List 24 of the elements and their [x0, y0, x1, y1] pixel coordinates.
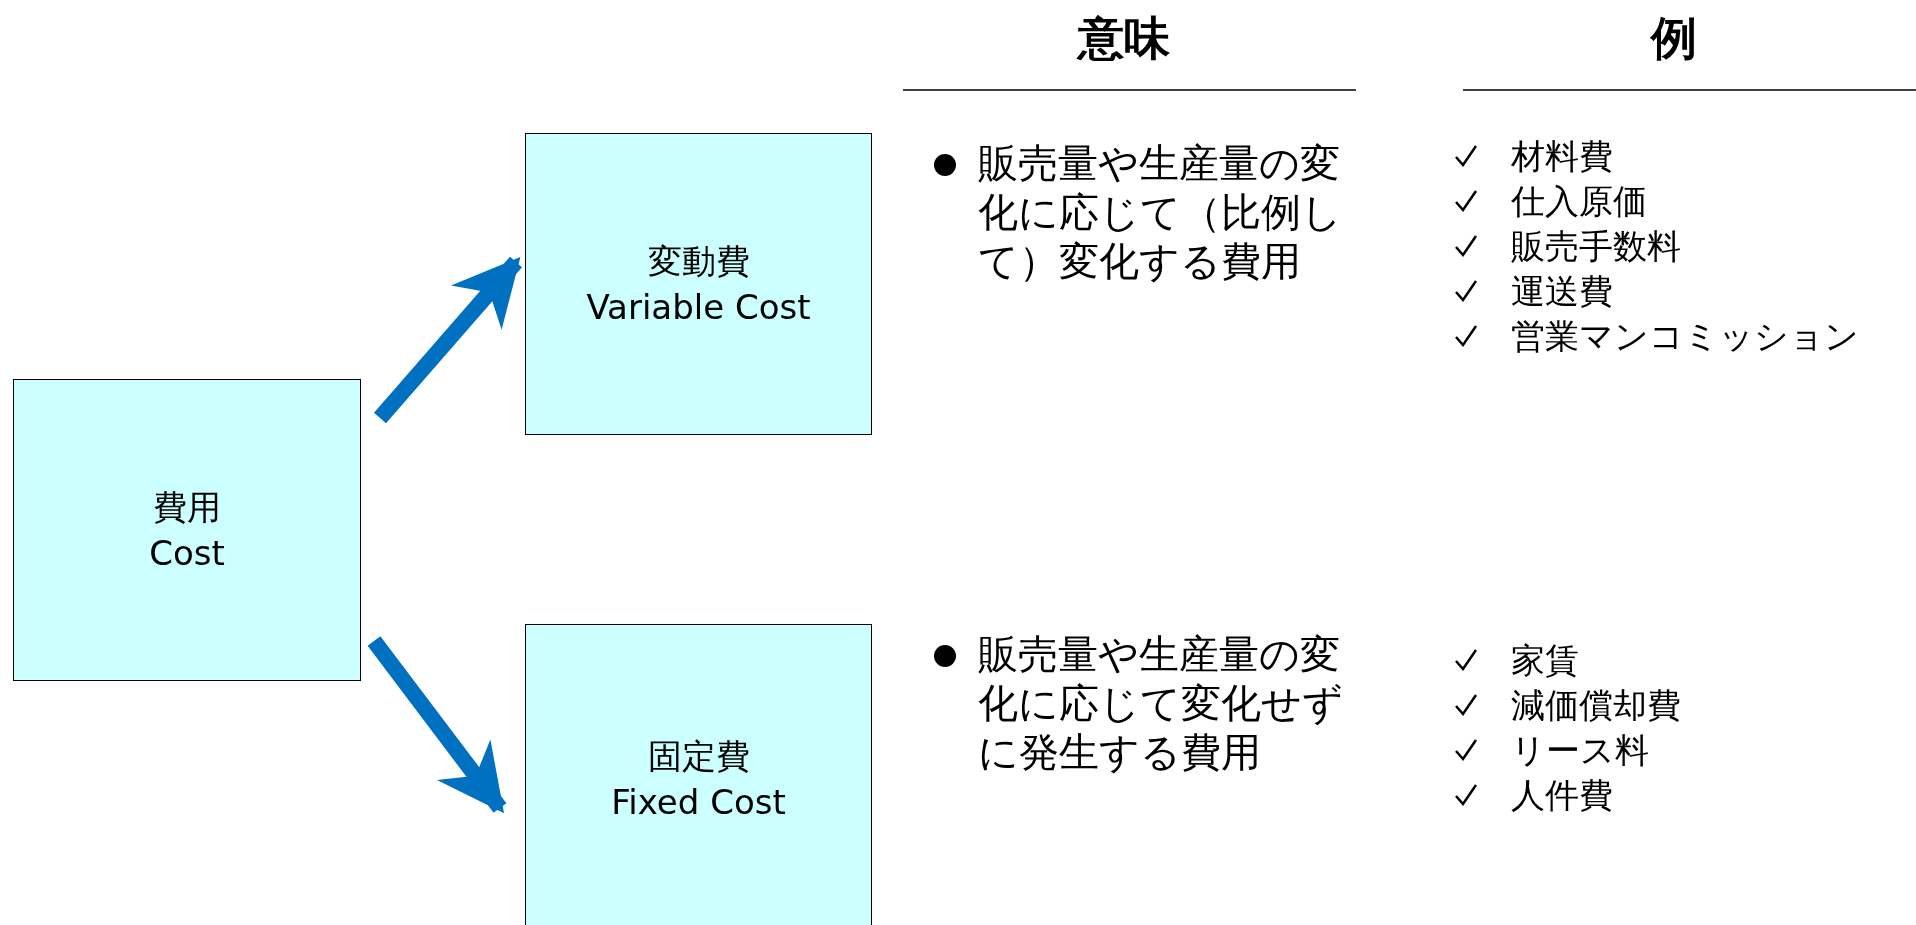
- box-label: Variable Cost: [586, 286, 811, 329]
- column-heading: 意味: [1075, 10, 1171, 66]
- cost-box: [13, 379, 361, 681]
- cost-box: [525, 133, 872, 435]
- example-item: 材料費: [1511, 135, 1613, 178]
- example-item: 人件費: [1511, 774, 1613, 817]
- example-item: 家賃: [1511, 639, 1579, 682]
- example-item: 仕入原価: [1511, 180, 1647, 223]
- example-item: 減価償却費: [1511, 684, 1681, 727]
- column-heading: 例: [1649, 10, 1698, 66]
- example-item: 営業マンコミッション: [1511, 315, 1859, 358]
- cost-box: [525, 624, 872, 925]
- box-label: 費用: [153, 486, 221, 529]
- box-label: Cost: [149, 532, 225, 575]
- example-item: 販売手数料: [1511, 225, 1681, 268]
- block-arrow: [367, 636, 507, 814]
- box-label: 変動費: [647, 240, 750, 283]
- example-item: リース料: [1511, 729, 1649, 772]
- block-arrow: [373, 256, 523, 424]
- box-label: 固定費: [647, 735, 750, 778]
- description-text: 販売量や生産量の変化に応じて変化せずに発生する費用: [978, 630, 1344, 777]
- box-label: Fixed Cost: [611, 781, 786, 824]
- example-item: 運送費: [1511, 270, 1613, 313]
- description-text: 販売量や生産量の変化に応じて（比例して）変化する費用: [978, 139, 1343, 286]
